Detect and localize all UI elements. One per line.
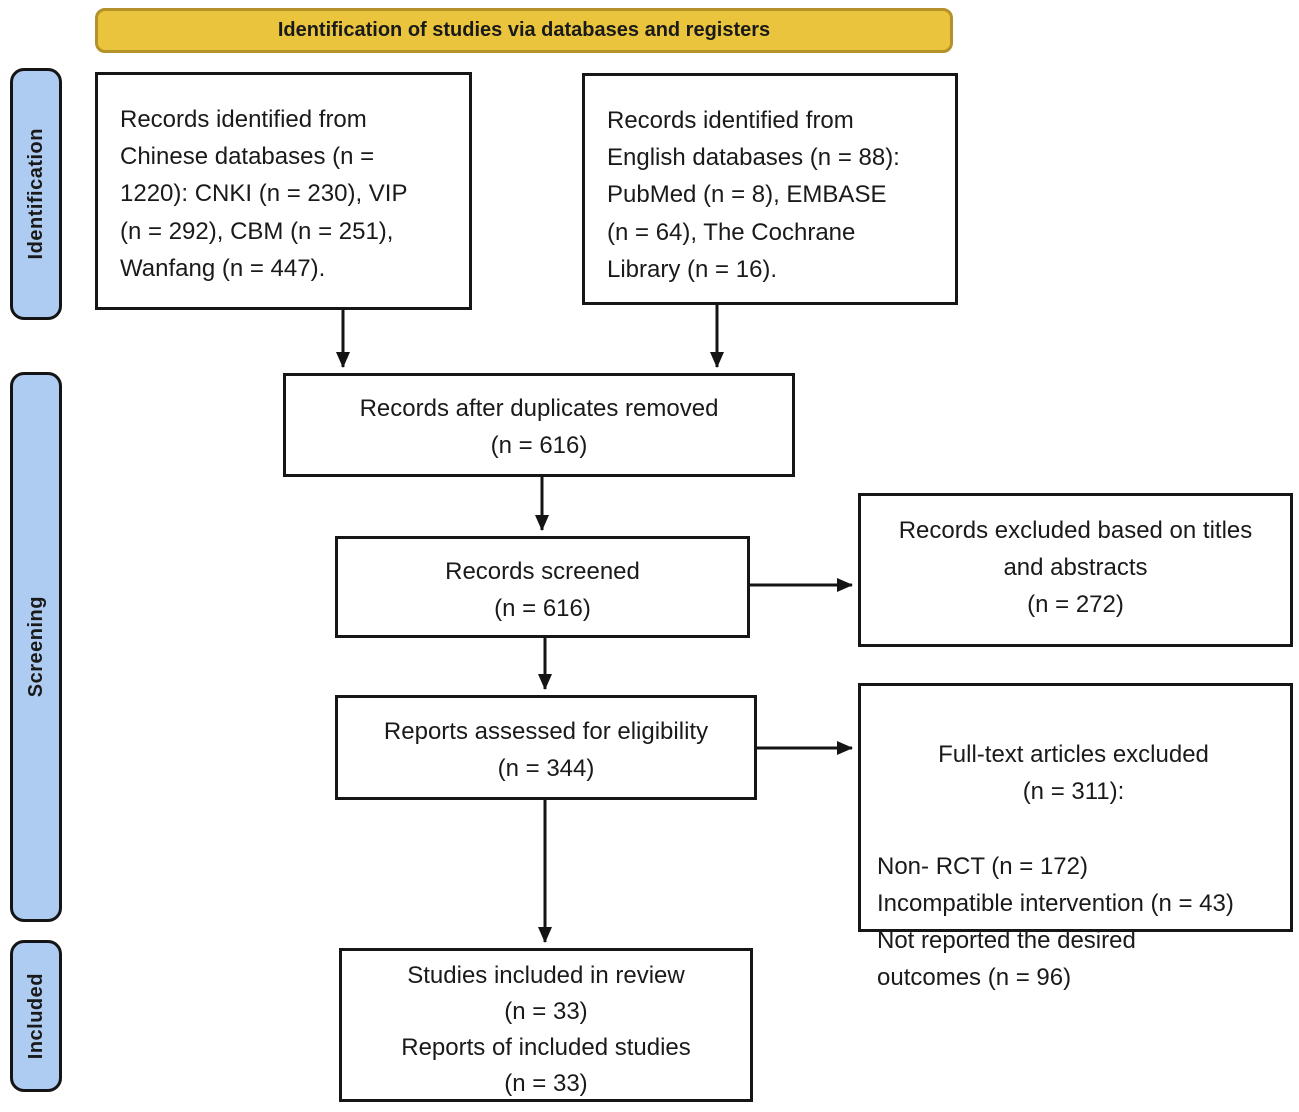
stage-label-screening: Screening [10, 372, 62, 922]
box-duplicates-removed: Records after duplicates removed (n = 61… [283, 373, 795, 477]
stage-label-identification: Identification [10, 68, 62, 320]
stage-label-included: Included [10, 940, 62, 1092]
stage-screening-text: Screening [24, 596, 47, 698]
box-records-excluded-titles-abstracts: Records excluded based on titles and abs… [858, 493, 1293, 647]
box-fulltext-excluded: Full-text articles excluded (n = 311): N… [858, 683, 1293, 991]
stage-included-text: Included [24, 972, 47, 1060]
fulltext-excluded-title: Full-text articles excluded (n = 311): [938, 741, 1209, 806]
box-records-chinese-databases: Records identified from Chinese database… [95, 72, 472, 310]
box-studies-included: Studies included in review (n = 33) Repo… [339, 948, 753, 1102]
fulltext-excluded-reasons: Non- RCT (n = 172) Incompatible interven… [877, 852, 1234, 992]
diagram-title: Identification of studies via databases … [277, 19, 771, 41]
diagram-title-banner: Identification of studies via databases … [95, 8, 953, 53]
box-reports-assessed: Reports assessed for eligibility (n = 34… [335, 695, 757, 800]
stage-identification-text: Identification [24, 128, 47, 260]
box-records-english-databases: Records identified from English database… [582, 73, 958, 305]
box-records-screened: Records screened (n = 616) [335, 536, 750, 638]
